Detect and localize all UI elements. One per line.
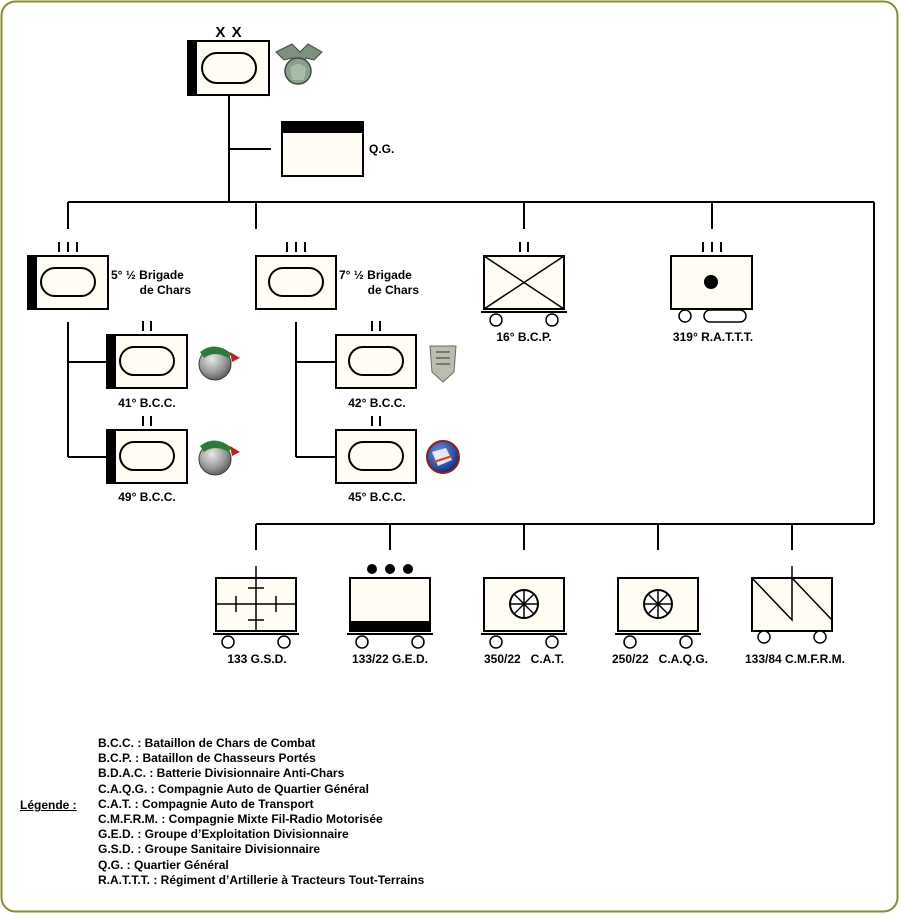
legend-item: G.E.D. : Groupe d’Exploitation Divisionn… (98, 827, 349, 842)
legend-item: G.S.D. : Groupe Sanitaire Divisionnaire (98, 842, 321, 857)
legend-item: C.A.T. : Compagnie Auto de Transport (98, 796, 314, 811)
brigade-5-symbol (27, 255, 109, 310)
bcc-41-label: 41° B.C.C. (118, 396, 176, 410)
bcc-41-symbol (106, 334, 188, 389)
bcc-42-symbol (335, 334, 417, 389)
41-bcc-insignia-icon (198, 346, 240, 381)
rattt-319-symbol (670, 255, 753, 323)
bcc-49-symbol (106, 429, 188, 484)
caqg-symbol (615, 577, 701, 649)
bcc-42-label: 42° B.C.C. (348, 396, 406, 410)
brigade-5-name: 5° ½ Brigade de Chars (111, 268, 191, 298)
legend: B.C.C. : Bataillon de Chars de Combat B.… (98, 736, 424, 888)
hq-label: Q.G. (369, 142, 395, 156)
service-label-cat: 350/22 C.A.T. (483, 652, 565, 666)
brigade-7-name: 7° ½ Brigade de Chars (339, 268, 419, 298)
brigade-7-symbol (255, 255, 337, 310)
cat-symbol (481, 577, 567, 649)
bcc-45-label: 45° B.C.C. (348, 490, 406, 504)
45-bcc-insignia-icon (426, 440, 460, 474)
legend-item: Q.G. : Quartier Général (98, 857, 229, 872)
cmfrm-symbol (751, 566, 833, 644)
bcp-label: 16° B.C.P. (496, 330, 552, 344)
division-symbol (187, 40, 270, 96)
brigade-5-line2: de Chars (139, 283, 191, 297)
service-label-ged: 133/22 G.E.D. (351, 652, 429, 666)
hq-symbol (281, 121, 364, 177)
legend-item: B.C.C. : Bataillon de Chars de Combat (98, 736, 316, 750)
legend-title: Légende : (20, 798, 77, 812)
connector-lines (67, 96, 875, 550)
service-label-cmfrm: 133/84 C.M.F.R.M. (744, 652, 846, 666)
bcc-45-symbol (335, 429, 417, 484)
ged-symbol (347, 564, 433, 649)
49-bcc-insignia-icon (198, 440, 240, 476)
service-label-gsd: 133 G.S.D. (227, 652, 287, 666)
division-insignia (275, 43, 323, 85)
legend-item: C.M.F.R.M. : Compagnie Mixte Fil-Radio M… (98, 812, 383, 827)
gsd-symbol (213, 566, 299, 649)
legend-item: C.A.Q.G. : Compagnie Auto de Quartier Gé… (98, 781, 369, 796)
legend-item: R.A.T.T.T. : Régiment d’Artillerie à Tra… (98, 872, 425, 887)
service-label-caqg: 250/22 C.A.Q.G. (611, 652, 709, 666)
legend-item: B.D.A.C. : Batterie Divisionnaire Anti-C… (98, 766, 345, 781)
brigade-5-line1: 5° ½ Brigade (111, 268, 184, 282)
echelon-marks (58, 242, 722, 426)
rattt-label: 319° R.A.T.T.T. (672, 330, 754, 344)
bcp-16-symbol (481, 255, 567, 327)
bcc-49-label: 49° B.C.C. (118, 490, 176, 504)
brigade-7-line2: de Chars (367, 283, 419, 297)
42-bcc-insignia-icon (429, 345, 457, 383)
legend-item: B.C.P. : Bataillon de Chasseurs Portés (98, 751, 316, 766)
brigade-7-line1: 7° ½ Brigade (339, 268, 412, 282)
division-echelon: X X (215, 24, 243, 41)
